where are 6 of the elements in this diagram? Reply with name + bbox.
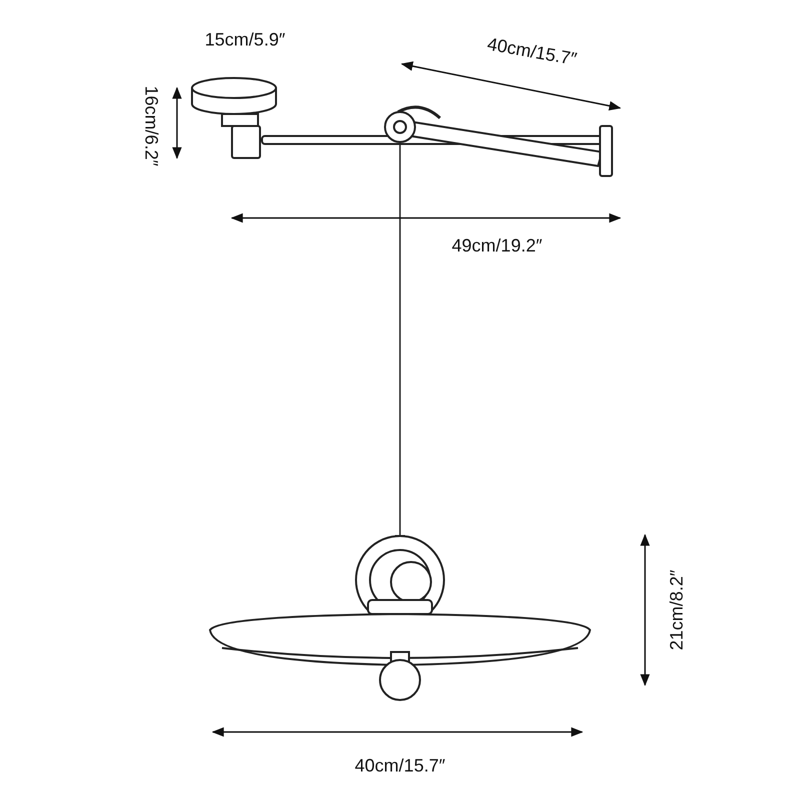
dimension-label: 40cm/15.7″ — [354, 756, 446, 776]
dimension-label: 49cm/19.2″ — [452, 236, 542, 256]
dimension-label: 16cm/6.2″ — [140, 86, 162, 166]
dimension-label: 15cm/5.9″ — [204, 30, 286, 50]
dimension-label: 40cm/15.7″ — [486, 34, 578, 70]
dimension-label: 21cm/8.2″ — [666, 570, 688, 650]
